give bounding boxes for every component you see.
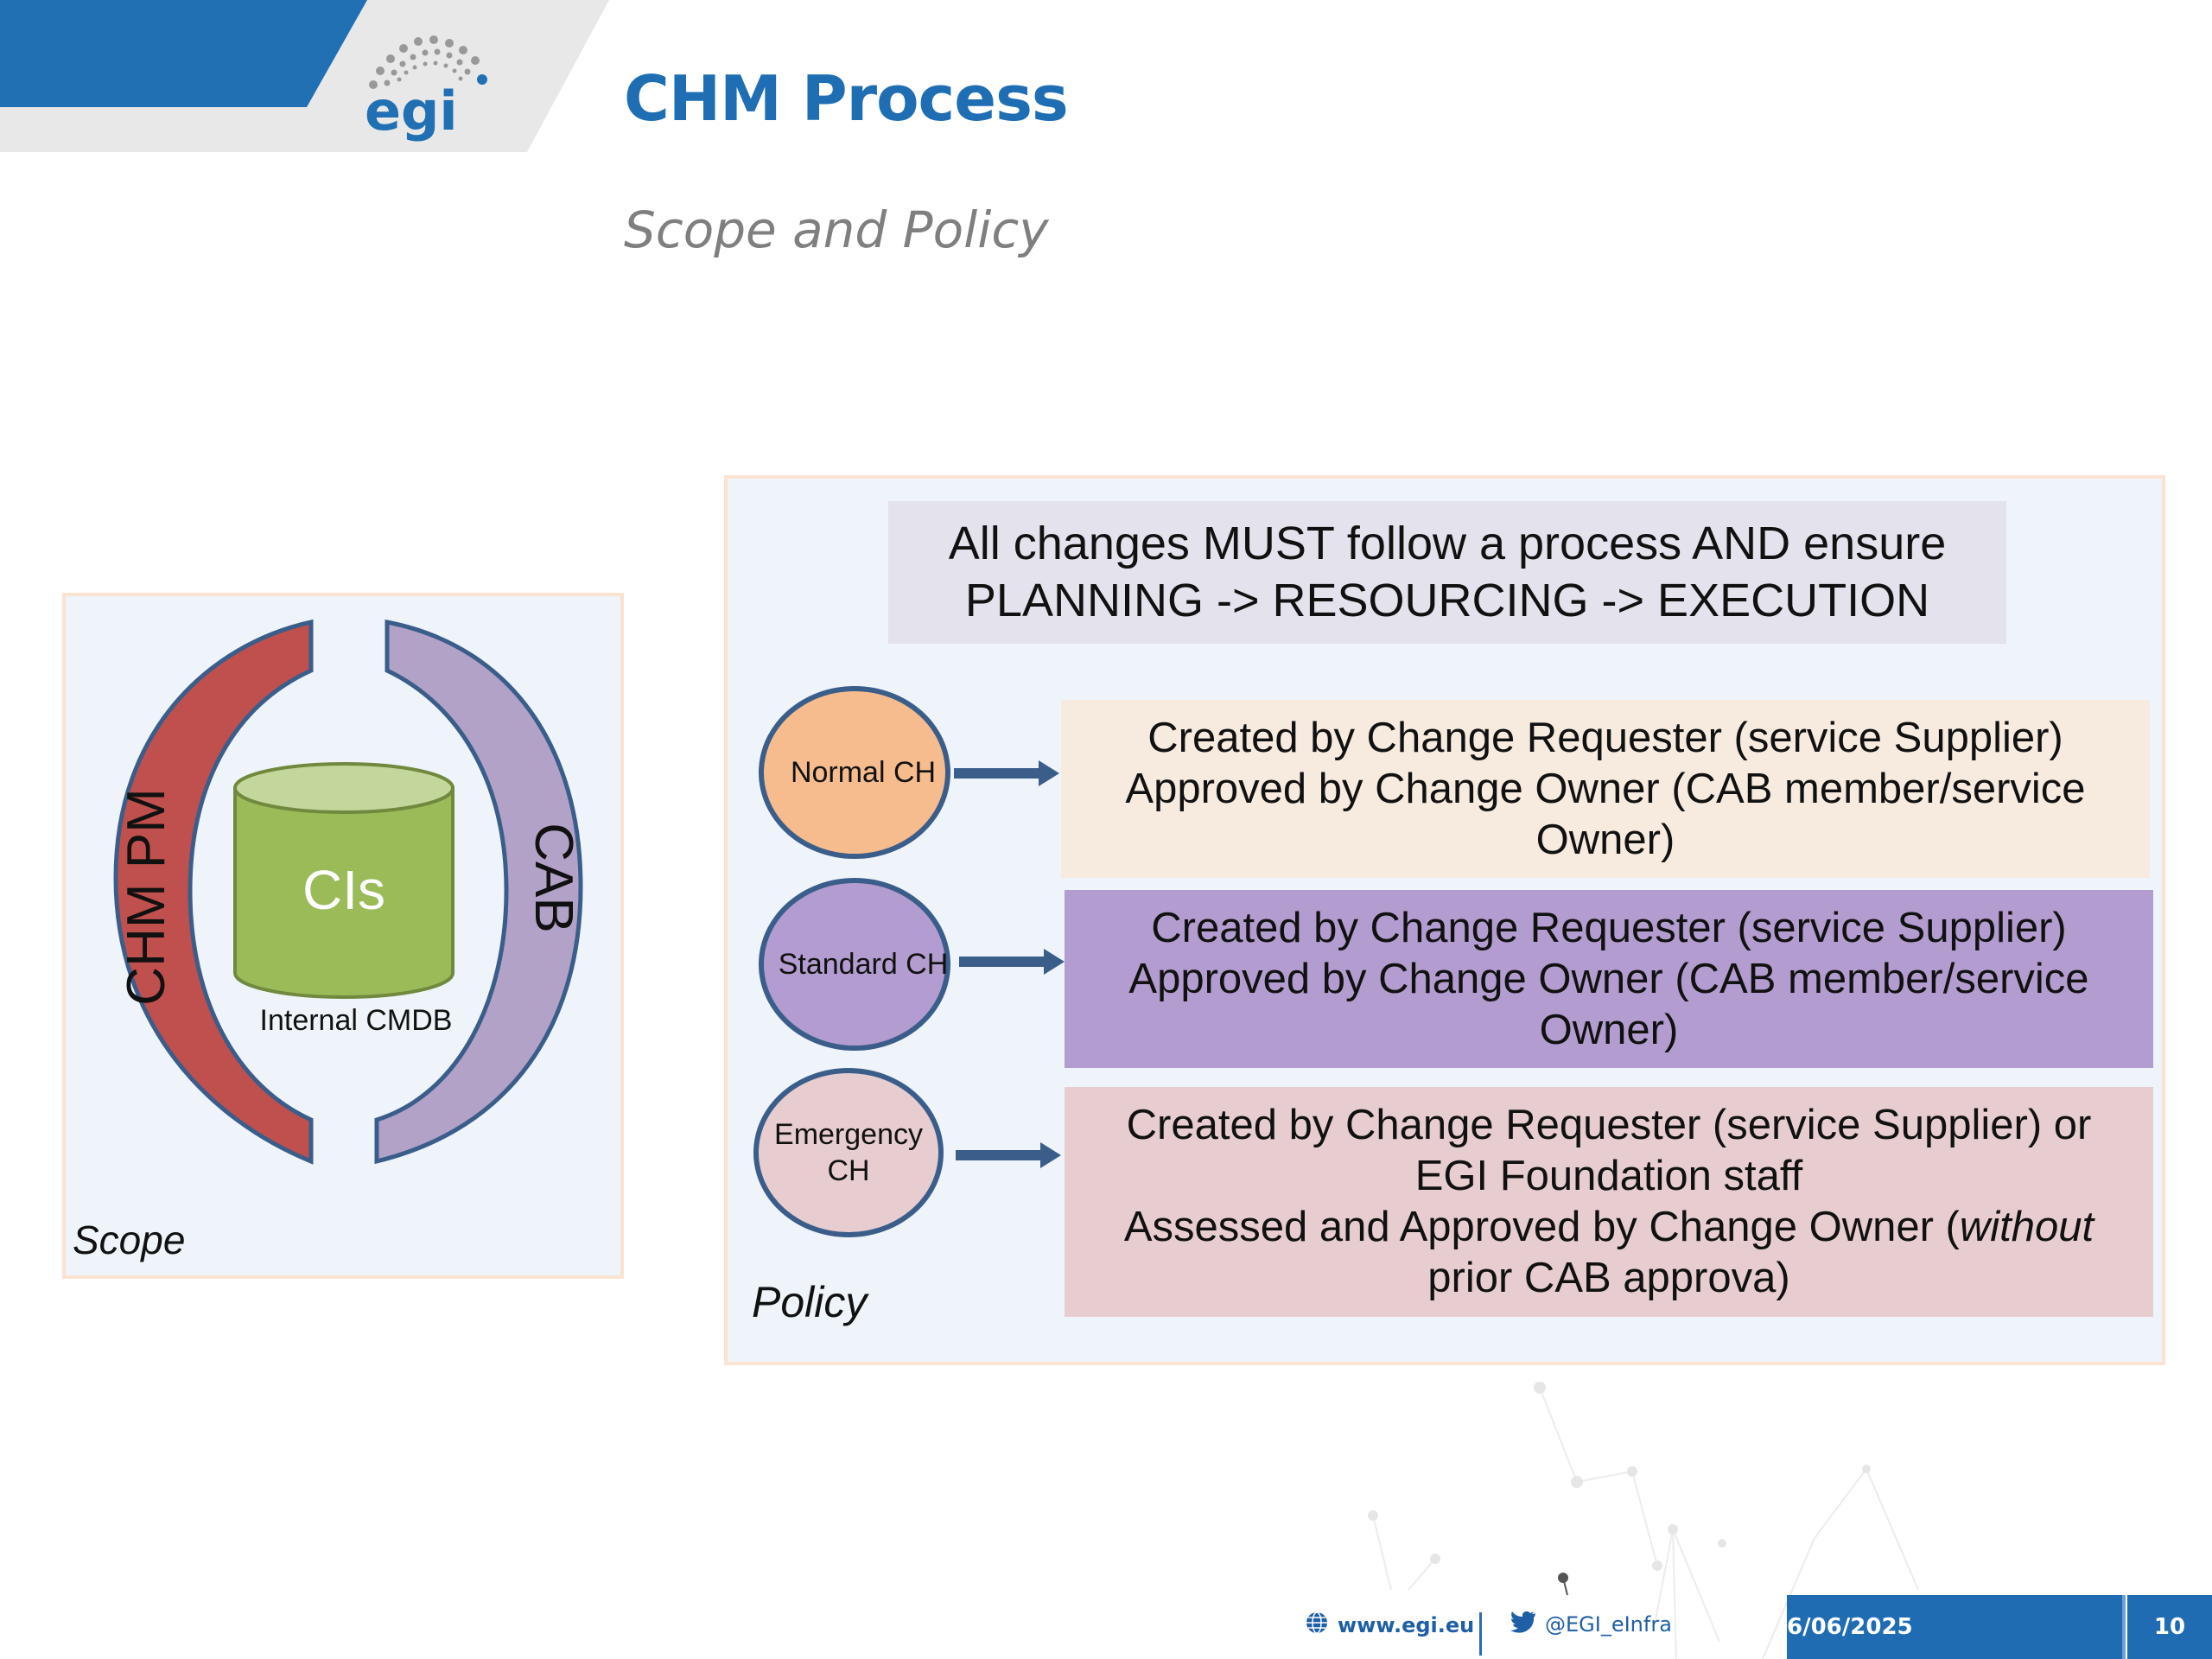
twitter-link[interactable]: @EGI_eInfra xyxy=(1510,1611,1672,1638)
normal-ch-line-2: Approved by Change Owner (CAB member/ser… xyxy=(1125,765,2086,812)
page-subtitle: Scope and Policy xyxy=(624,200,1049,259)
normal-ch-description: Created by Change Requester (service Sup… xyxy=(1061,700,2150,878)
emergency-ch-line-3-text: Assessed and Approved by Change Owner ( xyxy=(1123,1204,1960,1250)
network-decoration xyxy=(1368,1382,1919,1659)
emergency-ch-italic-without: without xyxy=(1959,1204,2094,1250)
standard-ch-line-1: Created by Change Requester (service Sup… xyxy=(1151,904,2067,951)
arrow-right-icon xyxy=(959,949,1065,975)
egi-logo: egi xyxy=(365,35,487,143)
website-link[interactable]: www.egi.eu xyxy=(1305,1611,1474,1640)
arrow-right-icon xyxy=(954,760,1059,786)
emergency-ch-description: Created by Change Requester (service Sup… xyxy=(1065,1087,2153,1317)
globe-icon xyxy=(1305,1611,1329,1640)
emergency-ch-label-1: Emergency xyxy=(774,1118,923,1151)
scope-label: Scope xyxy=(73,1217,186,1262)
standard-ch-line-2: Approved by Change Owner (CAB member/ser… xyxy=(1128,955,2089,1002)
normal-ch-line-3: Owner) xyxy=(1535,816,1675,863)
page-number-box: 10 xyxy=(2127,1595,2212,1659)
emergency-ch-line-4: prior CAB approva) xyxy=(1427,1255,1790,1301)
footer-bar-separator xyxy=(2122,1595,2126,1659)
cmdb-cylinder-icon xyxy=(233,762,454,999)
emergency-ch-node: Emergency CH xyxy=(753,1068,944,1237)
standard-ch-node: Standard CH xyxy=(759,878,950,1051)
emergency-ch-line-2: EGI Foundation staff xyxy=(1414,1153,1803,1199)
standard-ch-description: Created by Change Requester (service Sup… xyxy=(1065,890,2153,1068)
date-text: 6/06/2025 xyxy=(1787,1614,1913,1640)
footer-divider xyxy=(1479,1612,1482,1656)
standard-ch-line-3: Owner) xyxy=(1539,1006,1679,1053)
emergency-ch-line-1: Created by Change Requester (service Sup… xyxy=(1126,1102,2092,1148)
cab-arc xyxy=(374,619,583,1165)
header-banner: egi xyxy=(0,0,609,152)
website-text: www.egi.eu xyxy=(1338,1613,1475,1637)
normal-ch-label: Normal CH xyxy=(790,756,937,789)
banner-line-1: All changes MUST follow a process AND en… xyxy=(948,518,1947,569)
arrow-right-icon xyxy=(956,1142,1061,1168)
cab-label: CAB xyxy=(524,823,583,932)
standard-ch-label: Standard CH xyxy=(778,948,949,981)
emergency-ch-label-2: CH xyxy=(827,1154,870,1187)
chm-pm-arc xyxy=(113,619,314,1165)
banner-line-2: PLANNING -> RESOURCING -> EXECUTION xyxy=(964,575,1930,626)
normal-ch-node: Normal CH xyxy=(759,686,950,859)
logo-text: egi xyxy=(365,79,458,143)
banner-blue-shape xyxy=(0,0,367,107)
page-number: 10 xyxy=(2153,1614,2186,1640)
normal-ch-line-1: Created by Change Requester (service Sup… xyxy=(1147,714,2063,761)
twitter-text: @EGI_eInfra xyxy=(1545,1612,1672,1637)
policy-label: Policy xyxy=(752,1278,868,1326)
chm-pm-label: CHM PM xyxy=(117,788,176,1005)
policy-banner: All changes MUST follow a process AND en… xyxy=(888,501,2006,644)
page-title: CHM Process xyxy=(624,62,1069,135)
internal-cmdb-label: Internal CMDB xyxy=(260,1004,453,1037)
scope-diagram: CHM PM CAB CIs Internal CMDB xyxy=(113,619,583,1165)
date-bar: 6/06/2025 xyxy=(1787,1595,2124,1659)
twitter-bird-icon xyxy=(1510,1611,1536,1638)
cis-label: CIs xyxy=(302,859,385,921)
emergency-ch-line-3: Assessed and Approved by Change Owner (w… xyxy=(1065,1202,2153,1253)
